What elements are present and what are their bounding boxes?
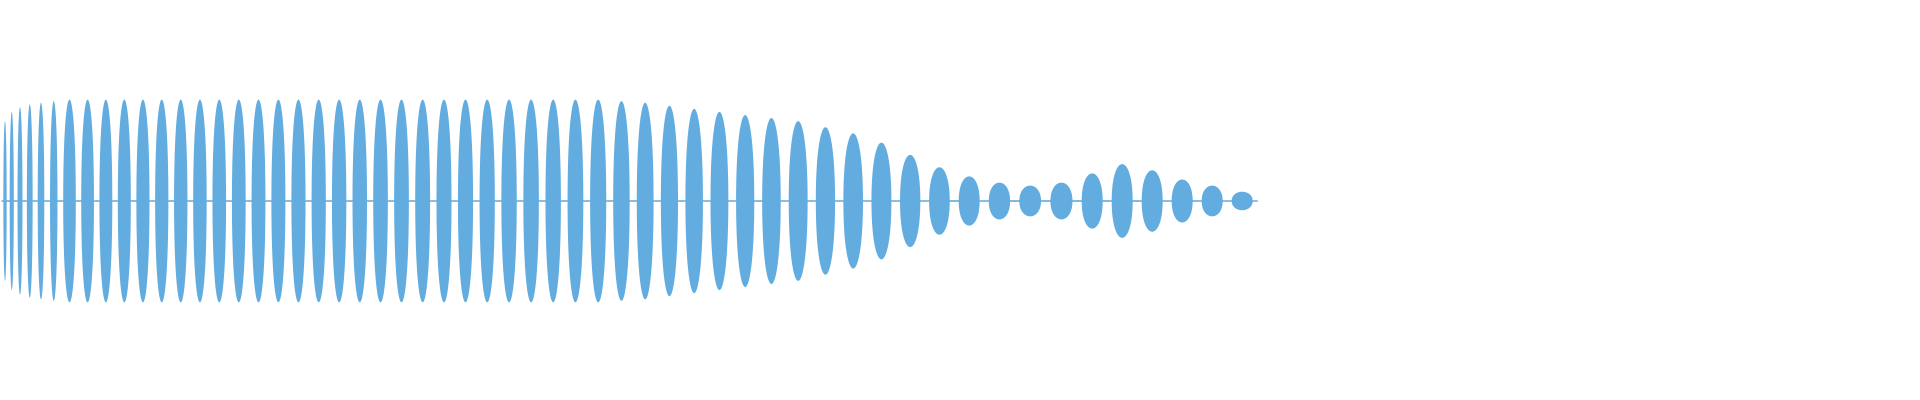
waveform-blobs-group [1,99,1258,303]
